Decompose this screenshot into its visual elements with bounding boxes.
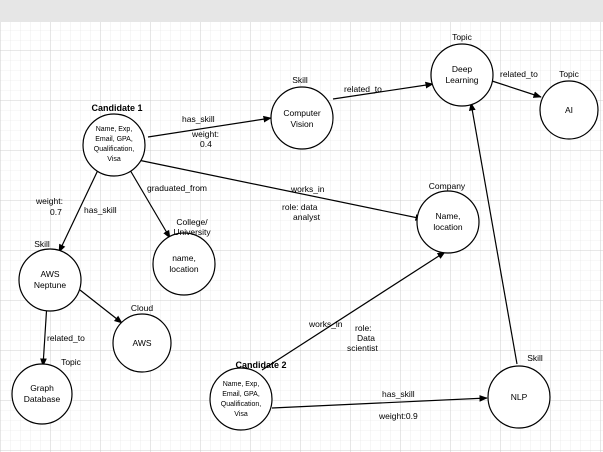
node-college-type-2: University bbox=[173, 227, 211, 237]
node-candidate2-line: Visa bbox=[234, 411, 248, 418]
edge-weight-c2-nlp: weight:0.9 bbox=[378, 411, 418, 421]
top-bar bbox=[0, 0, 603, 22]
node-candidate2-line: Email, GPA, bbox=[222, 391, 260, 398]
node-candidate2-line: Qualification, bbox=[221, 401, 262, 408]
edge-c1-neptune bbox=[58, 169, 99, 253]
node-computer-vision-type: Skill bbox=[292, 75, 308, 85]
node-aws-type: Cloud bbox=[131, 303, 153, 313]
edge-label-cv-dl: related_to bbox=[344, 84, 382, 94]
edge-role-c2-company: Data bbox=[357, 333, 375, 343]
edge-weight-c1-cv: 0.4 bbox=[200, 139, 212, 149]
node-ai[interactable] bbox=[539, 80, 599, 140]
node-deep-learning-line: Deep bbox=[452, 64, 473, 74]
node-graph-db-line: Database bbox=[24, 394, 61, 404]
edge-role-c2-company: scientist bbox=[347, 343, 378, 353]
node-college-line: name, bbox=[172, 253, 196, 263]
node-aws-line: AWS bbox=[132, 338, 151, 348]
node-candidate2[interactable] bbox=[209, 367, 273, 431]
node-company[interactable] bbox=[416, 190, 480, 254]
node-nlp[interactable] bbox=[487, 365, 551, 429]
edge-c1-cv bbox=[147, 115, 272, 138]
node-nlp-line: NLP bbox=[511, 392, 528, 402]
edge-c1-college bbox=[129, 169, 171, 239]
node-computer-vision-line: Computer bbox=[283, 108, 320, 118]
node-company-line: location bbox=[433, 222, 463, 232]
edge-label-neptune-graph: related_to bbox=[47, 333, 85, 343]
edge-c2-company bbox=[261, 251, 446, 371]
edge-role-c1-company: analyst bbox=[293, 212, 321, 222]
node-aws[interactable] bbox=[112, 313, 172, 373]
edge-weight-c1-neptune: 0.7 bbox=[50, 207, 62, 217]
node-candidate1-line: Name, Exp, bbox=[96, 126, 133, 133]
node-computer-vision[interactable] bbox=[270, 86, 334, 150]
edge-weight-c1-cv: weight: bbox=[191, 129, 219, 139]
node-candidate1-title: Candidate 1 bbox=[91, 103, 142, 113]
edge-label-c1-company: works_in bbox=[290, 184, 325, 194]
edge-label-c1-cv: has_skill bbox=[182, 114, 215, 124]
node-ai-line: AI bbox=[565, 105, 573, 115]
node-deep-learning-type: Topic bbox=[452, 32, 473, 42]
edge-weight-c1-neptune: weight: bbox=[35, 196, 63, 206]
node-college-type-1: College/ bbox=[176, 217, 208, 227]
node-computer-vision-line: Vision bbox=[291, 119, 314, 129]
node-candidate1-line: Email, GPA, bbox=[95, 136, 133, 143]
node-graph-db-type: Topic bbox=[61, 357, 82, 367]
node-deep-learning[interactable] bbox=[430, 43, 494, 107]
node-company-type: Company bbox=[429, 181, 466, 191]
node-candidate2-line: Name, Exp, bbox=[223, 381, 260, 388]
edge-cv-dl bbox=[332, 81, 434, 100]
edge-label-c2-company: works_in bbox=[308, 319, 343, 329]
node-graph-db-line: Graph bbox=[30, 383, 54, 393]
node-aws-neptune-type: Skill bbox=[34, 239, 50, 249]
node-candidate2-title: Candidate 2 bbox=[235, 360, 286, 370]
edge-label-c2-nlp: has_skill bbox=[382, 389, 415, 399]
node-graph-db[interactable] bbox=[11, 363, 73, 425]
node-college-line: location bbox=[169, 264, 199, 274]
node-candidate1[interactable] bbox=[82, 113, 146, 177]
edge-role-c1-company: role: data bbox=[282, 202, 318, 212]
node-aws-neptune-line: Neptune bbox=[34, 280, 66, 290]
edge-c1-company bbox=[137, 159, 424, 221]
node-aws-neptune-line: AWS bbox=[40, 269, 59, 279]
node-candidate1-line: Qualification, bbox=[94, 146, 135, 153]
edge-role-c2-company: role: bbox=[355, 323, 372, 333]
edge-label-c1-college: graduated_from bbox=[147, 183, 207, 193]
edge-dl-ai bbox=[491, 80, 542, 98]
node-college[interactable] bbox=[152, 232, 216, 296]
edge-neptune-aws bbox=[79, 289, 123, 324]
edge-label-dl-ai: related_to bbox=[500, 69, 538, 79]
node-nlp-type: Skill bbox=[527, 353, 543, 363]
edge-c2-nlp bbox=[271, 394, 488, 409]
node-candidate1-line: Visa bbox=[107, 156, 121, 163]
node-ai-type: Topic bbox=[559, 69, 580, 79]
edge-nlp-dl bbox=[469, 102, 518, 365]
node-deep-learning-line: Learning bbox=[445, 75, 478, 85]
node-company-line: Name, bbox=[435, 211, 460, 221]
edge-neptune-graph bbox=[40, 302, 48, 367]
node-aws-neptune[interactable] bbox=[18, 248, 82, 312]
edge-label-c1-neptune: has_skill bbox=[84, 205, 117, 215]
